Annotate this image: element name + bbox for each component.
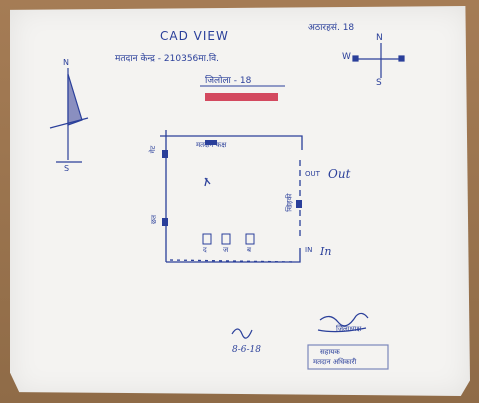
side-label-gate: गेट bbox=[149, 145, 158, 154]
compass-north: N bbox=[376, 33, 383, 43]
stall-marks bbox=[202, 233, 255, 245]
north-arrow-icon bbox=[49, 68, 89, 163]
room-label-2: ज bbox=[223, 246, 229, 254]
room-label-main: मतदान कक्ष bbox=[196, 141, 227, 149]
official-stamp bbox=[307, 344, 389, 370]
door-markers bbox=[162, 140, 302, 226]
room-label-1: द bbox=[203, 246, 207, 254]
signature-scribble bbox=[231, 312, 369, 339]
label-in: In bbox=[320, 245, 332, 258]
district-line: जिलोला - 18 bbox=[205, 76, 252, 86]
corner-reference: अठारहसं. 18 bbox=[308, 23, 355, 33]
north-arrow-n: N bbox=[63, 58, 69, 67]
compass-south: S bbox=[376, 78, 382, 88]
sheet-title: CAD VIEW bbox=[160, 29, 229, 43]
compass-icon bbox=[352, 43, 405, 78]
stamp-line-3: मतदान अधिकारी bbox=[313, 358, 357, 366]
stamp-line-2: सहायक bbox=[320, 348, 340, 356]
north-arrow-s: S bbox=[64, 164, 70, 173]
marker-in: IN bbox=[305, 246, 313, 254]
stamp-line-1: जिलाध्यक्ष bbox=[336, 325, 362, 333]
label-out: Out bbox=[328, 167, 351, 181]
compass-west: W bbox=[342, 52, 351, 62]
sheet-subtitle: मतदान केन्द्र - 210356मा.वि. bbox=[115, 54, 220, 64]
side-label-roof: छत bbox=[149, 215, 158, 224]
marker-out: OUT bbox=[305, 170, 320, 178]
side-label-window: खिड़की bbox=[285, 193, 294, 212]
room-label-3: ब bbox=[247, 246, 251, 254]
signature-date: 8-6-18 bbox=[232, 345, 261, 355]
building-outline bbox=[160, 130, 303, 263]
highlight-bar bbox=[205, 93, 278, 101]
